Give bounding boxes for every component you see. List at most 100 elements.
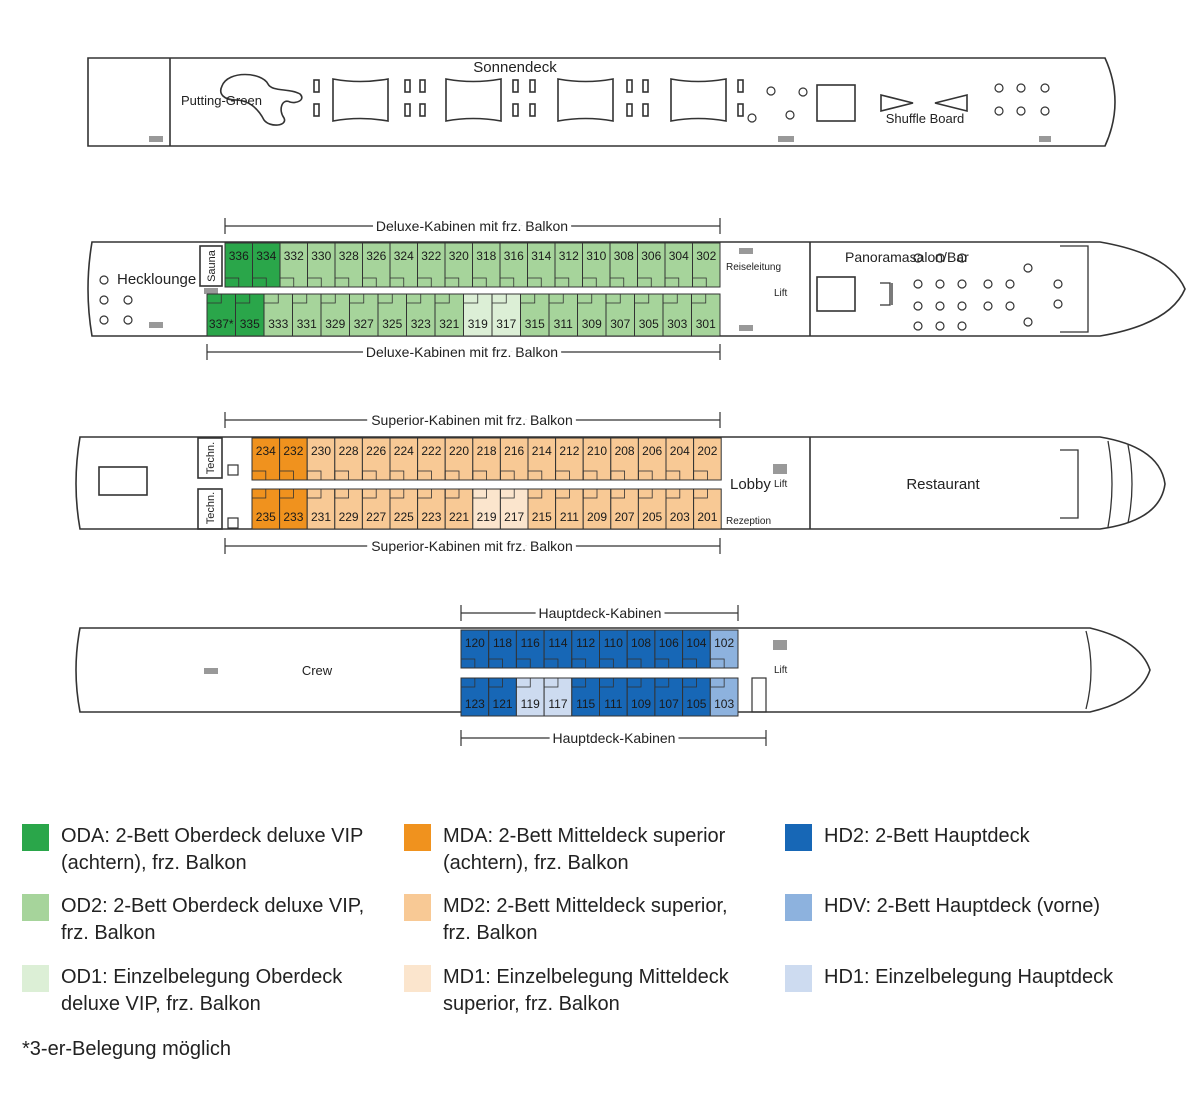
cabin-228[interactable]: 228 bbox=[334, 437, 363, 481]
cabin-232[interactable]: 232 bbox=[279, 437, 308, 481]
cabin-302[interactable]: 302 bbox=[692, 242, 721, 288]
cabin-115[interactable]: 115 bbox=[571, 677, 600, 717]
cabin-310[interactable]: 310 bbox=[582, 242, 611, 288]
cabin-119[interactable]: 119 bbox=[515, 677, 545, 717]
cabin-number: 230 bbox=[311, 444, 331, 458]
cabin-106[interactable]: 106 bbox=[654, 629, 684, 669]
cabin-301[interactable]: 301 bbox=[691, 293, 721, 337]
cabin-332[interactable]: 332 bbox=[279, 242, 308, 288]
cabin-212[interactable]: 212 bbox=[555, 437, 584, 481]
cabin-304[interactable]: 304 bbox=[664, 242, 693, 288]
cabin-233[interactable]: 233 bbox=[279, 488, 308, 530]
cabin-220[interactable]: 220 bbox=[444, 437, 474, 481]
cabin-330[interactable]: 330 bbox=[307, 242, 336, 288]
cabin-219[interactable]: 219 bbox=[472, 488, 501, 530]
cabin-201[interactable]: 201 bbox=[693, 488, 722, 530]
cabin-305[interactable]: 305 bbox=[634, 293, 664, 337]
hauptdeck-span-bottom-label: Hauptdeck-Kabinen bbox=[553, 730, 676, 746]
cabin-328[interactable]: 328 bbox=[334, 242, 363, 288]
cabin-number: 102 bbox=[714, 636, 734, 650]
cabin-315[interactable]: 315 bbox=[520, 293, 550, 337]
cabin-224[interactable]: 224 bbox=[389, 437, 419, 481]
cabin-104[interactable]: 104 bbox=[682, 629, 711, 669]
cabin-218[interactable]: 218 bbox=[472, 437, 501, 481]
cabin-321[interactable]: 321 bbox=[434, 293, 464, 337]
cabin-311[interactable]: 311 bbox=[548, 293, 578, 337]
cabin-225[interactable]: 225 bbox=[389, 488, 419, 530]
cabin-123[interactable]: 123 bbox=[460, 677, 490, 717]
cabin-103[interactable]: 103 bbox=[709, 677, 739, 717]
cabin-318[interactable]: 318 bbox=[472, 242, 501, 288]
cabin-110[interactable]: 110 bbox=[599, 629, 628, 669]
cabin-326[interactable]: 326 bbox=[362, 242, 391, 288]
cabin-235[interactable]: 235 bbox=[251, 488, 281, 530]
cabin-209[interactable]: 209 bbox=[582, 488, 612, 530]
legend-label: OD2: 2-Bett Oberdeck deluxe VIP, frz. Ba… bbox=[61, 895, 365, 944]
cabin-105[interactable]: 105 bbox=[682, 677, 711, 717]
cabin-214[interactable]: 214 bbox=[527, 437, 557, 481]
cabin-number: 312 bbox=[559, 249, 579, 263]
cabin-333[interactable]: 333 bbox=[263, 293, 293, 337]
cabin-312[interactable]: 312 bbox=[554, 242, 583, 288]
cabin-number: 314 bbox=[531, 249, 551, 263]
cabin-229[interactable]: 229 bbox=[334, 488, 363, 530]
cabin-202[interactable]: 202 bbox=[693, 437, 722, 481]
cabin-102[interactable]: 102 bbox=[709, 629, 739, 669]
cabin-111[interactable]: 111 bbox=[599, 677, 628, 717]
cabin-207[interactable]: 207 bbox=[610, 488, 639, 530]
cabin-329[interactable]: 329 bbox=[320, 293, 350, 337]
cabin-306[interactable]: 306 bbox=[637, 242, 666, 288]
cabin-319[interactable]: 319 bbox=[463, 293, 493, 337]
cabin-118[interactable]: 118 bbox=[488, 629, 517, 669]
cabin-107[interactable]: 107 bbox=[654, 677, 684, 717]
cabin-number: 120 bbox=[465, 636, 485, 650]
cabin-117[interactable]: 117 bbox=[543, 677, 573, 717]
cabin-108[interactable]: 108 bbox=[626, 629, 656, 669]
cabin-337[interactable]: 337* bbox=[206, 293, 236, 337]
cabin-230[interactable]: 230 bbox=[306, 437, 336, 481]
cabin-120[interactable]: 120 bbox=[460, 629, 490, 669]
cabin-205[interactable]: 205 bbox=[637, 488, 667, 530]
cabin-215[interactable]: 215 bbox=[527, 488, 557, 530]
cabin-112[interactable]: 112 bbox=[571, 629, 600, 669]
cabin-316[interactable]: 316 bbox=[499, 242, 528, 288]
cabin-234[interactable]: 234 bbox=[251, 437, 281, 481]
cabin-210[interactable]: 210 bbox=[582, 437, 612, 481]
cabin-116[interactable]: 116 bbox=[515, 629, 545, 669]
cabin-323[interactable]: 323 bbox=[406, 293, 436, 337]
cabin-309[interactable]: 309 bbox=[577, 293, 607, 337]
cabin-number: 115 bbox=[576, 697, 595, 711]
cabin-203[interactable]: 203 bbox=[665, 488, 695, 530]
cabin-121[interactable]: 121 bbox=[488, 677, 517, 717]
cabin-206[interactable]: 206 bbox=[637, 437, 667, 481]
cabin-227[interactable]: 227 bbox=[361, 488, 391, 530]
cabin-317[interactable]: 317 bbox=[491, 293, 521, 337]
cabin-226[interactable]: 226 bbox=[361, 437, 391, 481]
cabin-114[interactable]: 114 bbox=[543, 629, 573, 669]
cabin-334[interactable]: 334 bbox=[252, 242, 281, 288]
cabin-314[interactable]: 314 bbox=[527, 242, 556, 288]
cabin-335[interactable]: 335 bbox=[235, 293, 265, 337]
cabin-216[interactable]: 216 bbox=[499, 437, 529, 481]
cabin-331[interactable]: 331 bbox=[292, 293, 322, 337]
cabin-322[interactable]: 322 bbox=[417, 242, 446, 288]
cabin-208[interactable]: 208 bbox=[610, 437, 639, 481]
cabin-number: 306 bbox=[641, 249, 661, 263]
cabin-324[interactable]: 324 bbox=[389, 242, 418, 288]
cabin-327[interactable]: 327 bbox=[349, 293, 379, 337]
cabin-204[interactable]: 204 bbox=[665, 437, 695, 481]
cabin-231[interactable]: 231 bbox=[306, 488, 336, 530]
cabin-211[interactable]: 211 bbox=[555, 488, 584, 530]
cabin-223[interactable]: 223 bbox=[417, 488, 446, 530]
cabin-number: 334 bbox=[256, 249, 276, 263]
cabin-221[interactable]: 221 bbox=[444, 488, 474, 530]
cabin-320[interactable]: 320 bbox=[444, 242, 473, 288]
cabin-109[interactable]: 109 bbox=[626, 677, 656, 717]
cabin-217[interactable]: 217 bbox=[499, 488, 529, 530]
cabin-303[interactable]: 303 bbox=[662, 293, 692, 337]
cabin-308[interactable]: 308 bbox=[609, 242, 638, 288]
cabin-336[interactable]: 336 bbox=[224, 242, 253, 288]
cabin-325[interactable]: 325 bbox=[377, 293, 407, 337]
cabin-222[interactable]: 222 bbox=[417, 437, 446, 481]
cabin-307[interactable]: 307 bbox=[605, 293, 635, 337]
